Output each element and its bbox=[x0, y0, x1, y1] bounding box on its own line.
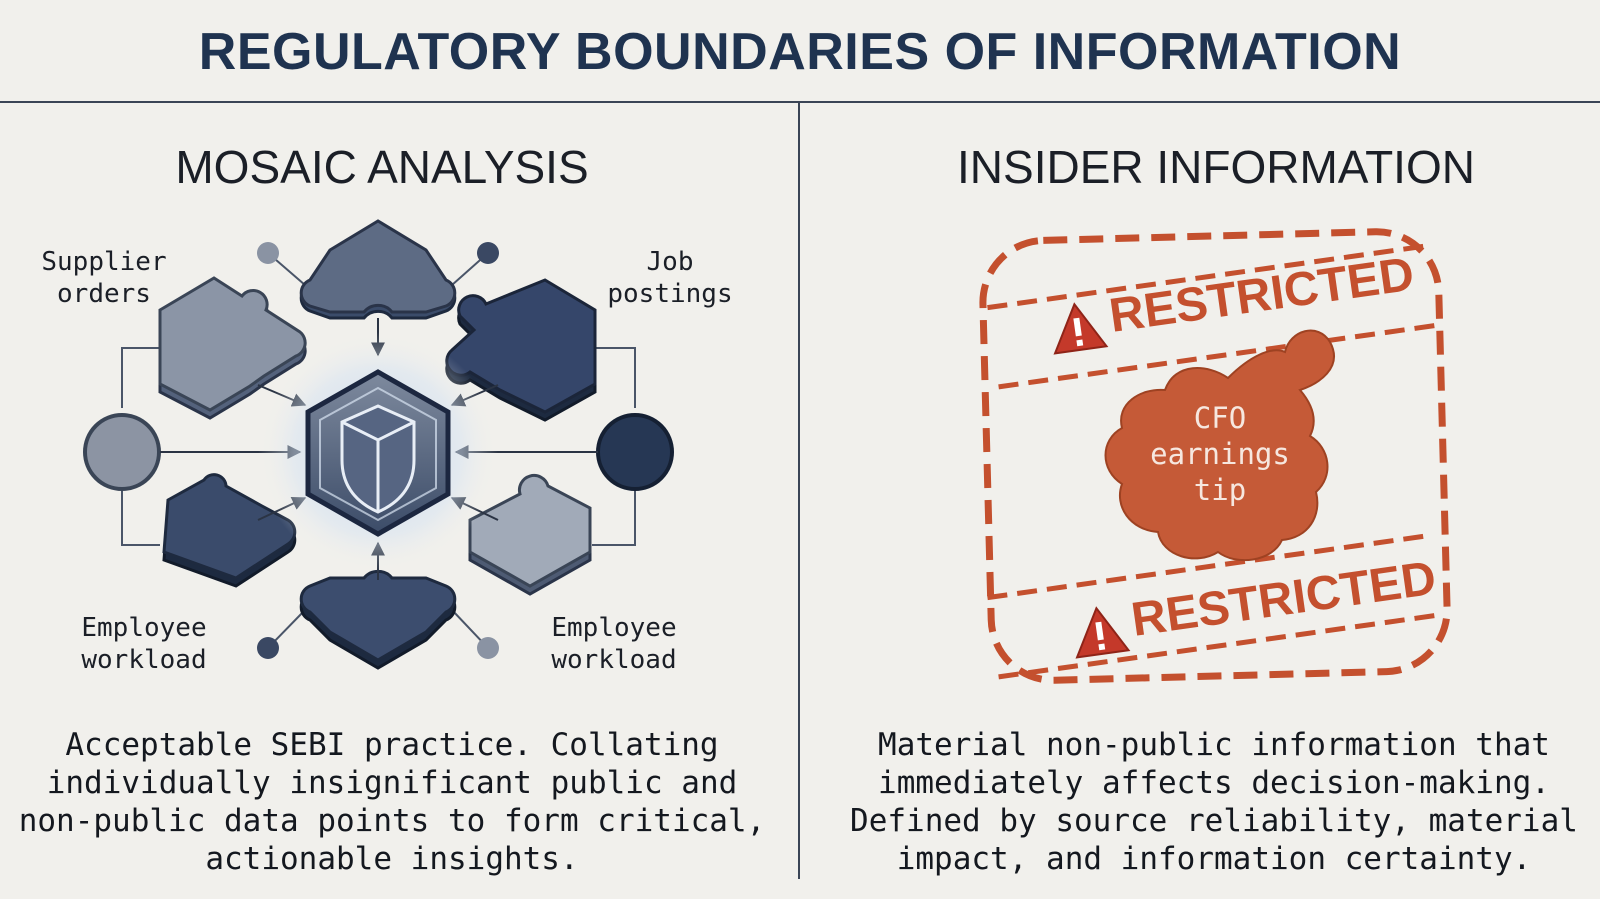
mosaic-description: Acceptable SEBI practice. Collating indi… bbox=[18, 727, 766, 877]
puzzle-piece-top-left bbox=[158, 276, 307, 420]
mosaic-analysis-heading: MOSAIC ANALYSIS bbox=[175, 141, 589, 193]
label-job-postings: Job postings bbox=[607, 247, 733, 309]
puzzle-piece-top bbox=[299, 219, 457, 320]
puzzle-piece-bottom-right bbox=[468, 473, 592, 596]
insider-description: Material non-public information that imm… bbox=[850, 727, 1578, 877]
title-divider bbox=[0, 101, 1600, 103]
restricted-text-top: RESTRICTED bbox=[1106, 248, 1417, 343]
restricted-band-top bbox=[987, 242, 1445, 390]
node-dot-top-left bbox=[257, 242, 279, 264]
node-dot-top-right bbox=[477, 242, 499, 264]
center-shield-hexagon-icon bbox=[305, 369, 451, 537]
restricted-text-bottom: RESTRICTED bbox=[1128, 552, 1439, 647]
page-title: REGULATORY BOUNDARIES OF INFORMATION bbox=[198, 23, 1402, 81]
label-employee-workload-left: Employee workload bbox=[81, 613, 207, 675]
node-dot-bottom-right bbox=[477, 637, 499, 659]
puzzle-piece-bottom-left bbox=[162, 473, 297, 588]
node-dot-bottom-left bbox=[257, 637, 279, 659]
restricted-band-bottom bbox=[987, 532, 1445, 680]
mosaic-diagram bbox=[83, 219, 674, 670]
label-supplier-orders: Supplier orders bbox=[41, 247, 167, 309]
warning-icon-top bbox=[1053, 302, 1109, 355]
warning-icon-bottom bbox=[1075, 606, 1131, 659]
insider-information-heading: INSIDER INFORMATION bbox=[957, 141, 1475, 193]
side-node-left bbox=[83, 413, 161, 491]
stamp-border bbox=[979, 228, 1451, 684]
puzzle-piece-top-right bbox=[445, 278, 597, 422]
puzzle-piece-bottom bbox=[299, 569, 457, 670]
side-node-right bbox=[596, 413, 674, 491]
cfo-tip-blob bbox=[1104, 329, 1335, 562]
panel-divider bbox=[798, 103, 800, 879]
cfo-earnings-tip-label: CFO earnings tip bbox=[1150, 401, 1290, 507]
label-employee-workload-right: Employee workload bbox=[551, 613, 677, 675]
